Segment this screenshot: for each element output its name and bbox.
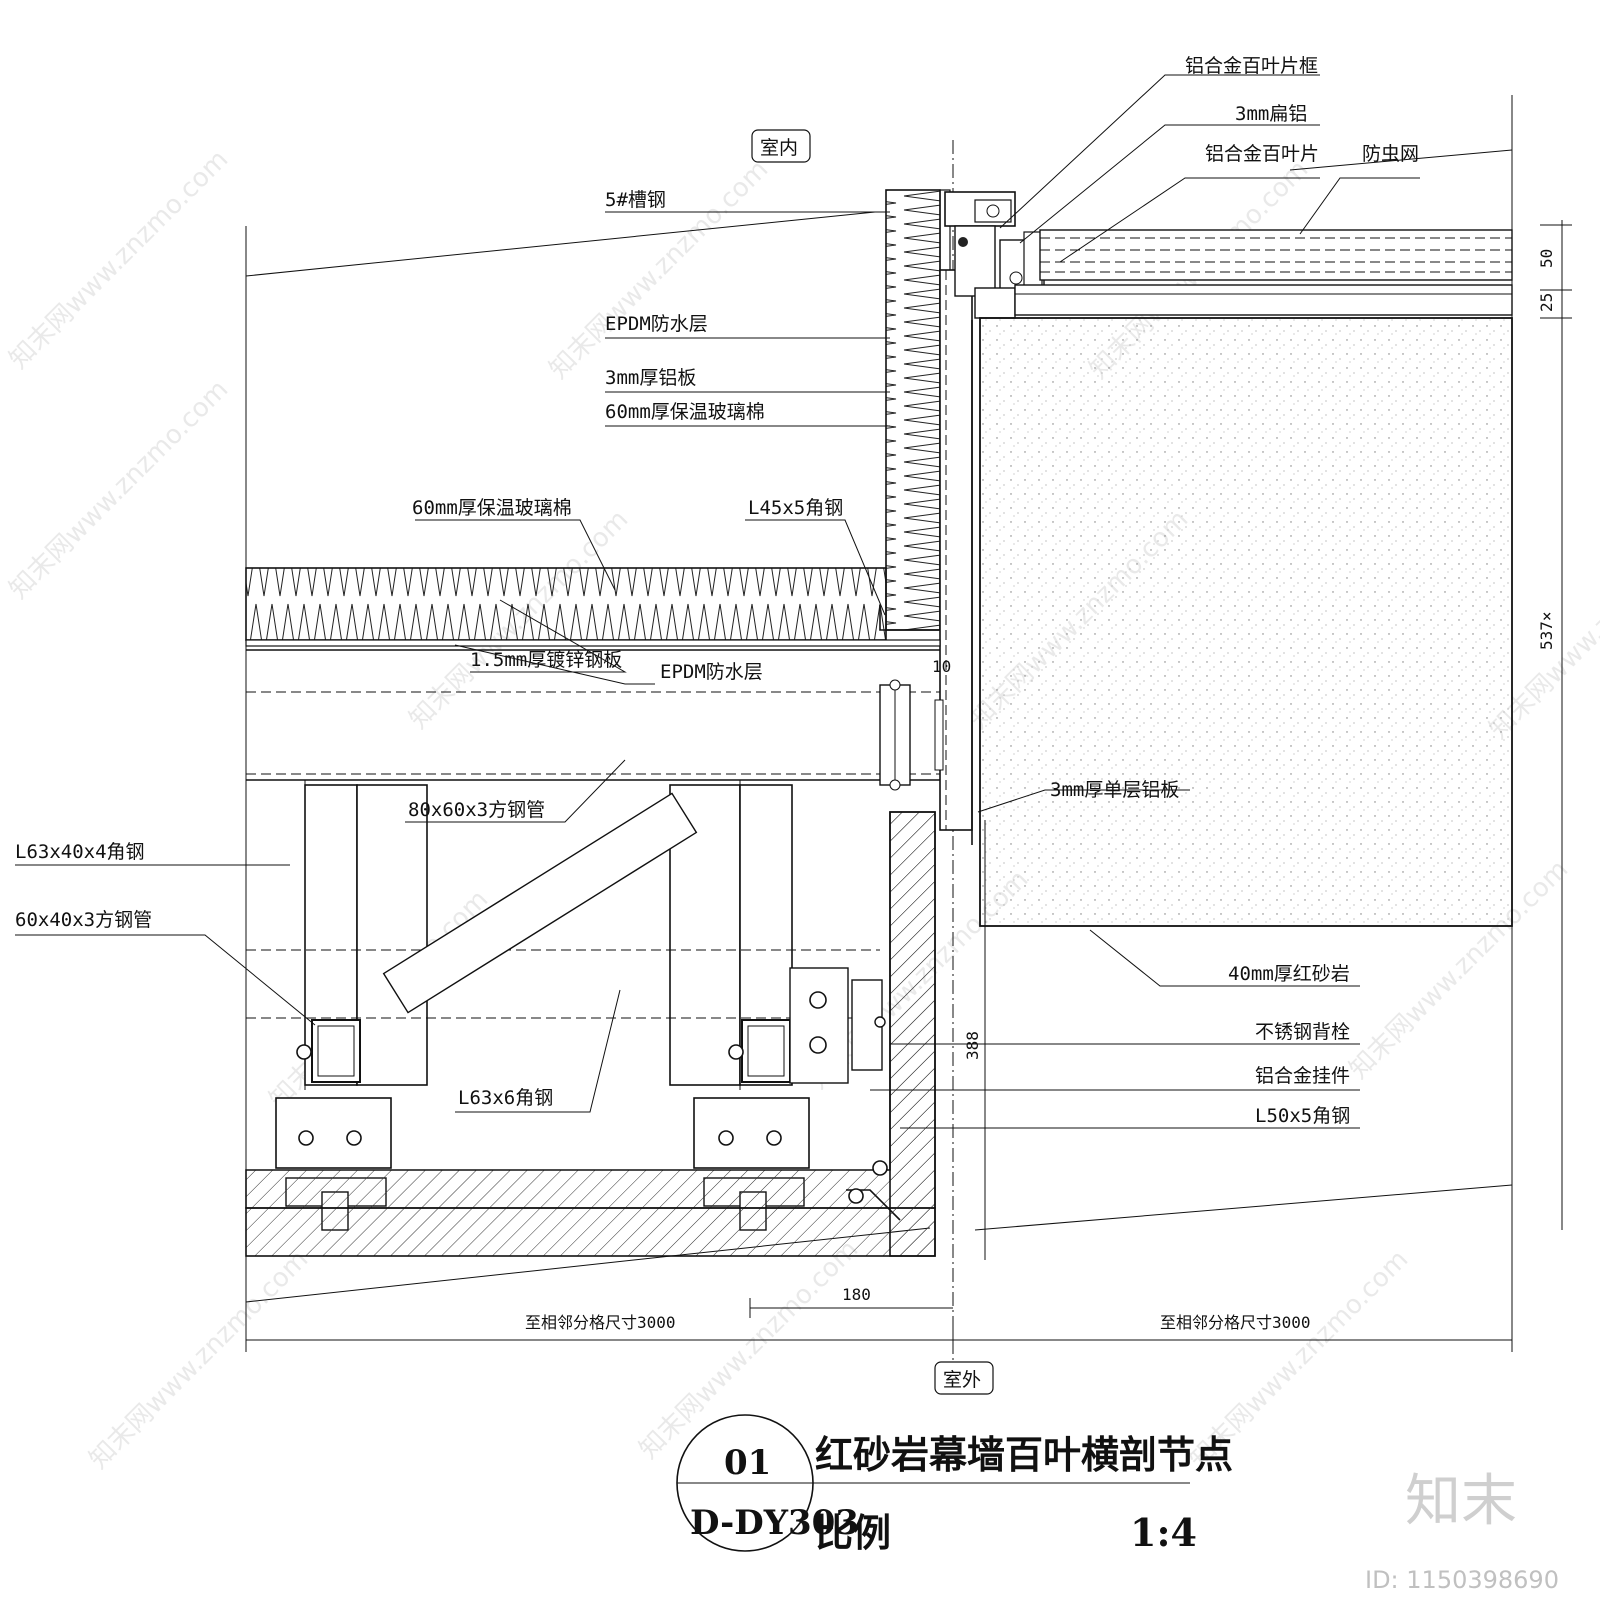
- label-louver-blade: 铝合金百叶片: [1205, 143, 1319, 165]
- label-ss-anchor: 不锈钢背栓: [1255, 1021, 1350, 1043]
- label-channel-steel: 5#槽钢: [605, 189, 666, 211]
- label-flat-al: 3mm扁铝: [1235, 103, 1307, 125]
- dim-span-right: 至相邻分格尺寸3000: [1160, 1313, 1311, 1332]
- label-single-al: 3mm厚单层铝板: [1050, 779, 1179, 801]
- drawing-title: 红砂岩幕墙百叶横剖节点: [815, 1432, 1233, 1477]
- label-epdm-vertical: EPDM防水层: [605, 313, 708, 335]
- watermark: 知末网www.znzmo.com: [84, 1244, 315, 1475]
- logo-text: 知末: [1405, 1469, 1517, 1534]
- indoor-label: 室内: [760, 137, 798, 159]
- label-sandstone: 40mm厚红砂岩: [1228, 963, 1350, 985]
- outdoor-label: 室外: [943, 1369, 981, 1391]
- label-galv-plate: 1.5mm厚镀锌钢板: [470, 649, 622, 671]
- detail-number: 01: [724, 1443, 771, 1483]
- label-angle-l50: L50x5角钢: [1255, 1105, 1350, 1127]
- title-block: 01 D-DY303 红砂岩幕墙百叶横剖节点 比例 1:4: [676, 1414, 1233, 1555]
- connection-plate: [879, 679, 944, 791]
- vertical-wall-panel: [885, 189, 973, 845]
- label-glass-wool-horizontal: 60mm厚保温玻璃棉: [412, 497, 572, 519]
- dimension-lines: [245, 220, 1572, 1352]
- label-angle-l63x6: L63x6角钢: [458, 1087, 553, 1109]
- label-epdm-horizontal: EPDM防水层: [660, 661, 763, 683]
- dim-50: 50: [1537, 249, 1556, 268]
- horizontal-roof-layers: [245, 567, 941, 781]
- concrete-structure: [245, 811, 936, 1257]
- dim-span-left: 至相邻分格尺寸3000: [525, 1313, 676, 1332]
- dim-180: 180: [842, 1285, 871, 1304]
- watermark: 知末网www.znzmo.com: [4, 144, 235, 375]
- label-louver-frame: 铝合金百叶片框: [1185, 55, 1318, 77]
- watermark: 知末网www.znzmo.com: [4, 374, 235, 605]
- dim-388: 388: [963, 1031, 982, 1060]
- steel-frame: [246, 780, 886, 1231]
- dim-10: 10: [932, 657, 951, 676]
- label-sq-tube-60: 60x40x3方钢管: [15, 909, 152, 931]
- leader-lines: [15, 74, 1420, 1129]
- label-angle-l45: L45x5角钢: [748, 497, 843, 519]
- dim-25: 25: [1537, 293, 1556, 312]
- zone-tags: 室内 室外: [751, 129, 994, 1395]
- label-angle-l63x40: L63x40x4角钢: [15, 841, 145, 863]
- scale-value: 1:4: [1130, 1510, 1197, 1555]
- logo-id: ID: 1150398690: [1365, 1566, 1559, 1594]
- label-sq-tube-80: 80x60x3方钢管: [408, 799, 545, 821]
- label-al-plate-3mm: 3mm厚铝板: [605, 367, 696, 389]
- dim-537: 537×: [1537, 611, 1556, 650]
- brand-logo: 知末 ID: 1150398690: [1365, 1469, 1559, 1594]
- sheet-number: D-DY303: [690, 1503, 859, 1543]
- label-glass-wool-vertical: 60mm厚保温玻璃棉: [605, 401, 765, 423]
- louver-frame-assembly: [944, 191, 1513, 319]
- component-labels: 铝合金百叶片框 3mm扁铝 铝合金百叶片 防虫网 5#槽钢 EPDM防水层 3m…: [15, 55, 1419, 1127]
- sandstone-panel: [979, 317, 1513, 927]
- dimension-texts: 50 25 537× 10 388 180 至相邻分格尺寸3000 至相邻分格尺…: [525, 249, 1556, 1332]
- label-insect-net: 防虫网: [1362, 143, 1419, 165]
- label-al-hanger: 铝合金挂件: [1255, 1065, 1350, 1087]
- scale-label: 比例: [815, 1510, 891, 1555]
